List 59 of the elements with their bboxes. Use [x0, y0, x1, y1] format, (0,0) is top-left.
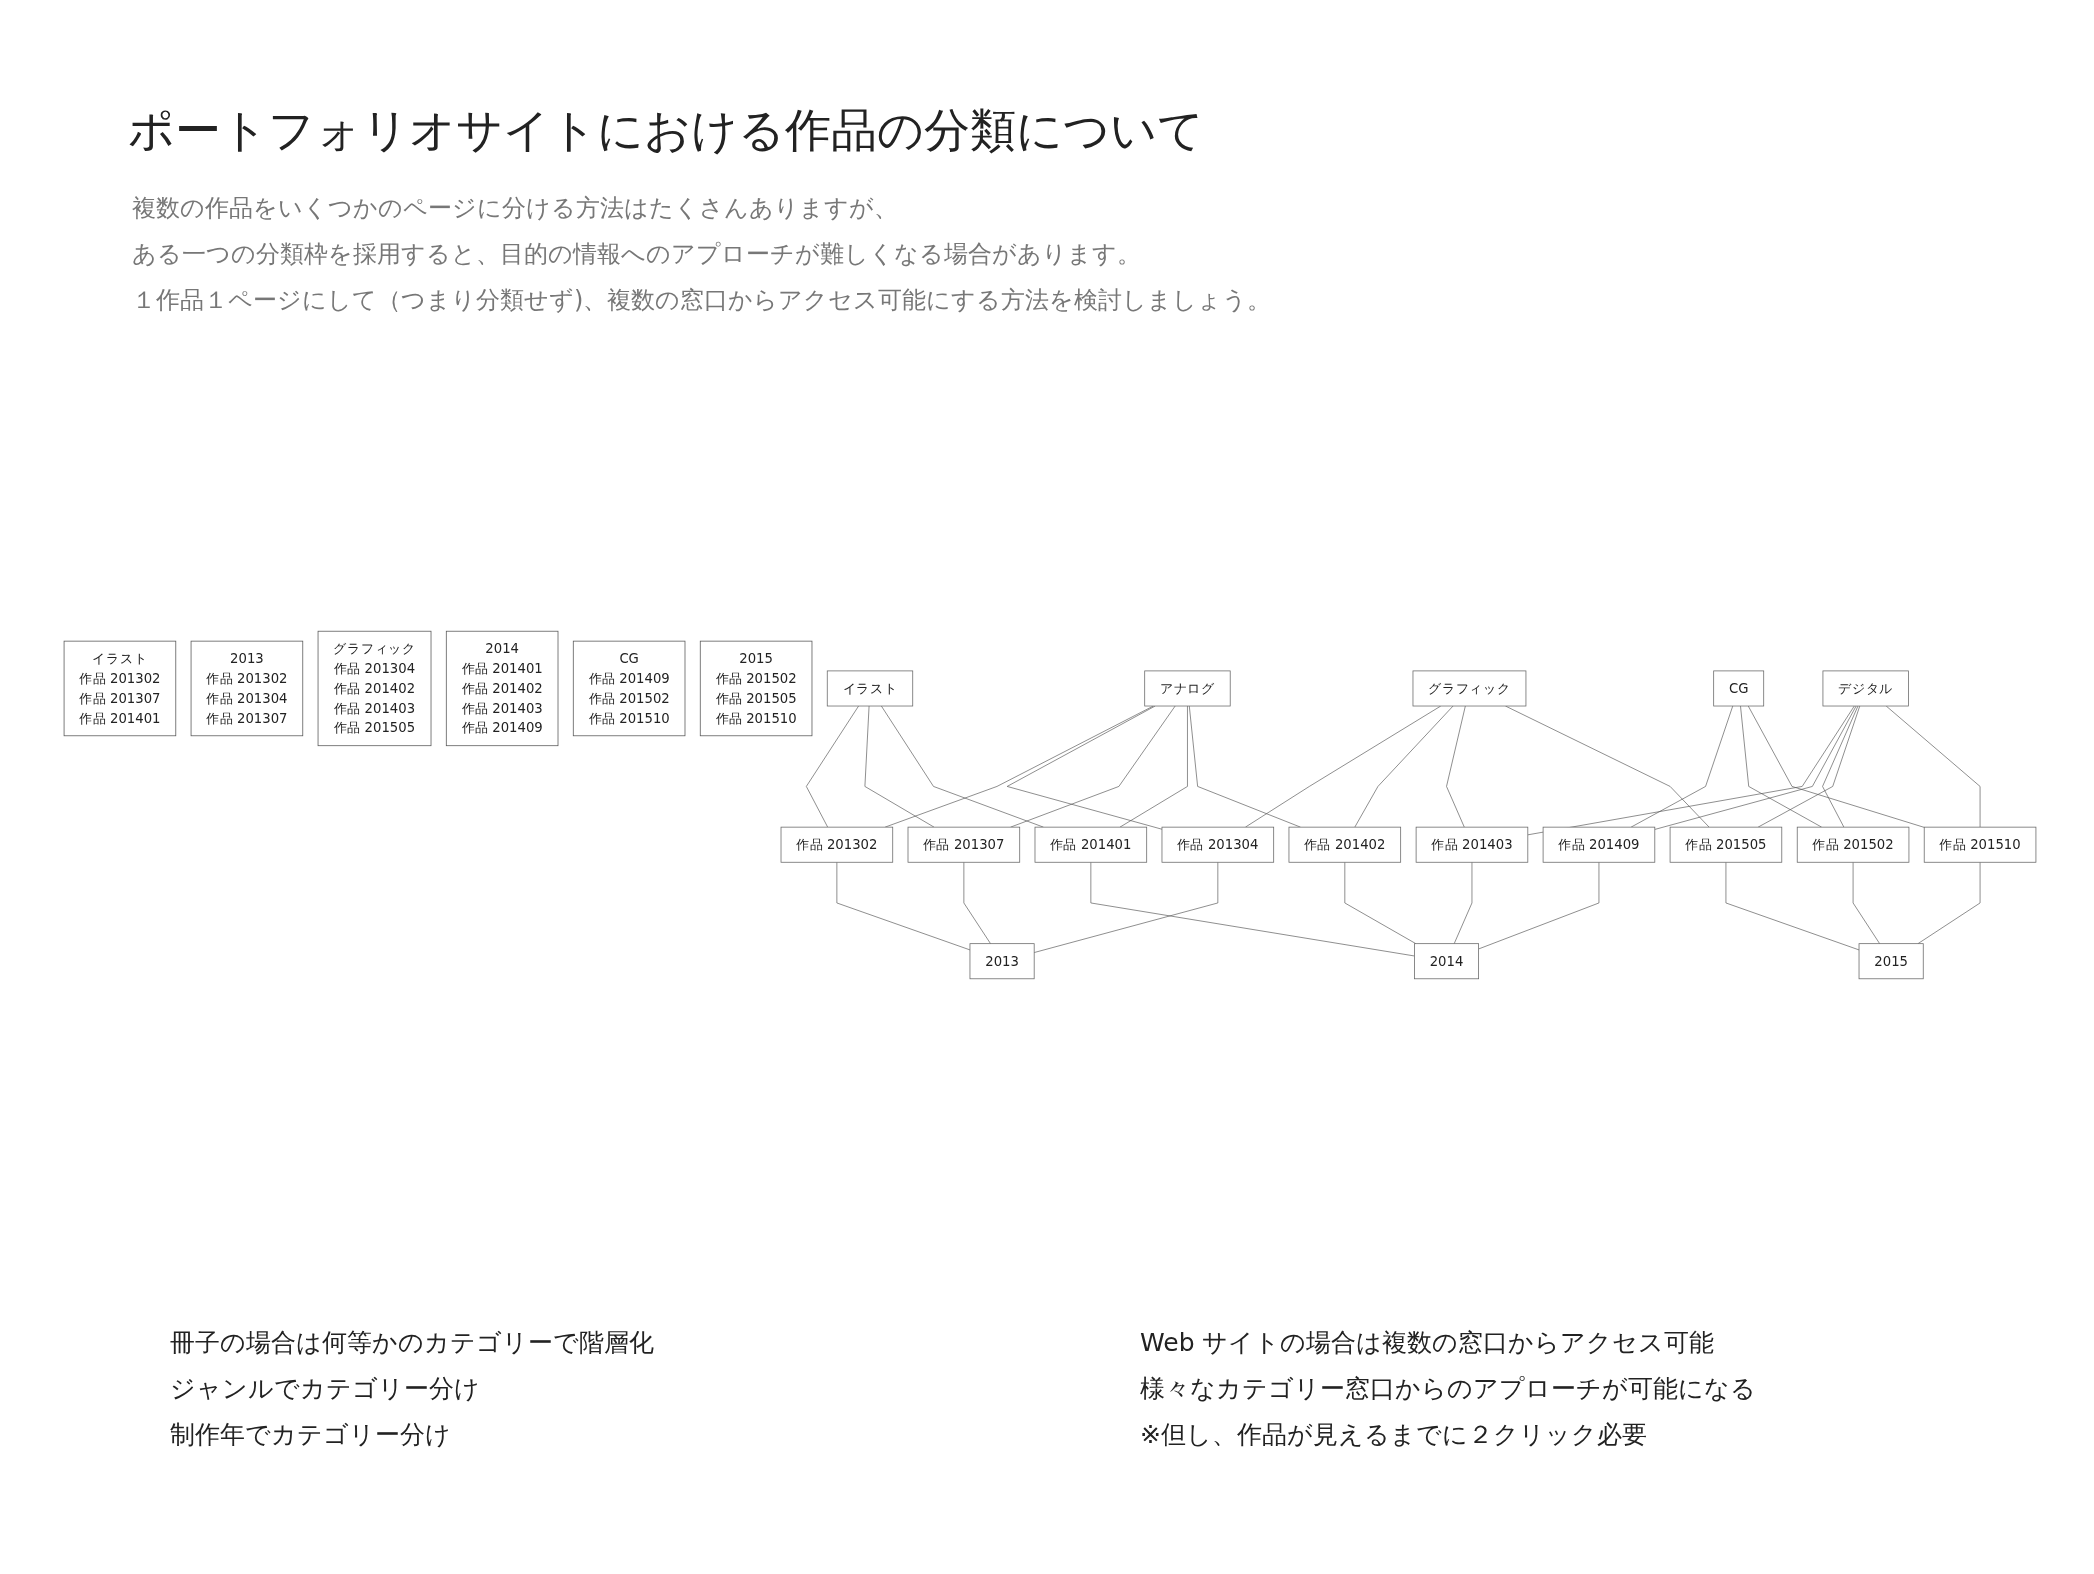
intro-text: １作品１ページにして（つまり分類せず)、複数の窓口からアクセス可能にする方法を検討しましょう。 [132, 285, 1272, 316]
connector [1090, 861, 1415, 957]
node-box: 作品 201401 [1034, 826, 1148, 863]
intro-text: ある一つの分類枠を採用すると、目的の情報へのアプローチが難しくなる場合があります。 [132, 239, 1142, 270]
node-box: グラフィック 作品 201304 作品 201402 作品 201403 作品 201505 [317, 630, 432, 747]
connector [1740, 705, 1822, 828]
node-box: CG 作品 201409 作品 201502 作品 201510 [572, 640, 686, 737]
node-box: 作品 201502 [1796, 826, 1910, 863]
connector [1033, 861, 1219, 953]
node-box: 作品 201409 [1542, 826, 1656, 863]
node-box: アナログ [1144, 670, 1231, 707]
node-box: 作品 201307 [907, 826, 1021, 863]
node-box: 作品 201402 [1288, 826, 1402, 863]
note-text: 様々なカテゴリー窓口からのアプローチが可能になる [1140, 1373, 1757, 1405]
node-box: 作品 201304 [1161, 826, 1275, 863]
connector [806, 705, 859, 828]
note-text: 制作年でカテゴリー分け [170, 1419, 452, 1451]
connector [1747, 705, 1925, 828]
node-box: 2013 作品 201302 作品 201304 作品 201307 [190, 640, 304, 737]
connector [864, 705, 935, 828]
title: ポートフォリオサイトにおける作品の分類について [128, 102, 1204, 159]
note-text: ※但し、作品が見えるまでに２クリック必要 [1140, 1419, 1648, 1451]
node-box: 2015 作品 201502 作品 201505 作品 201510 [699, 640, 813, 737]
node-box: イラスト 作品 201302 作品 201307 作品 201401 [63, 640, 177, 737]
node-box: イラスト [826, 670, 914, 707]
connector [1478, 861, 1600, 950]
connector [1725, 861, 1860, 951]
connector [1654, 705, 1857, 830]
node-box: 作品 201505 [1669, 826, 1783, 863]
node-box: 作品 201403 [1415, 826, 1529, 863]
connector [881, 705, 1044, 828]
intro-text: 複数の作品をいくつかのページに分ける方法はたくさんありますが、 [132, 193, 899, 224]
connector [1119, 705, 1188, 828]
node-box: 2014 [1414, 943, 1479, 980]
connector [1822, 705, 1859, 828]
note-text: ジャンルでカテゴリー分け [170, 1373, 481, 1405]
connector [836, 861, 971, 951]
note-text: Web サイトの場合は複数の窓口からアクセス可能 [1140, 1327, 1716, 1359]
note-text: 冊子の場合は何等かのカテゴリーで階層化 [170, 1327, 655, 1359]
connector [963, 861, 991, 944]
connector [1188, 705, 1301, 828]
node-box: 2014 作品 201401 作品 201402 作品 201403 作品 201409 [445, 630, 559, 747]
node-box: デジタル [1822, 670, 1909, 707]
connector [1344, 861, 1417, 944]
node-box: 作品 201510 [1923, 826, 2037, 863]
connector [1354, 705, 1454, 828]
connector [1757, 705, 1861, 828]
node-box: グラフィック [1412, 670, 1527, 707]
node-box: 2013 [969, 943, 1035, 980]
connector [1852, 861, 1880, 944]
connector [1446, 705, 1466, 828]
node-box: 2015 [1858, 943, 1924, 980]
connector [1527, 705, 1855, 836]
node-box: CG [1713, 670, 1765, 707]
node-box: 作品 201302 [780, 826, 894, 863]
connector [1453, 861, 1473, 944]
connector [1917, 861, 1981, 944]
connector [1885, 705, 1981, 828]
connector [1630, 705, 1734, 828]
